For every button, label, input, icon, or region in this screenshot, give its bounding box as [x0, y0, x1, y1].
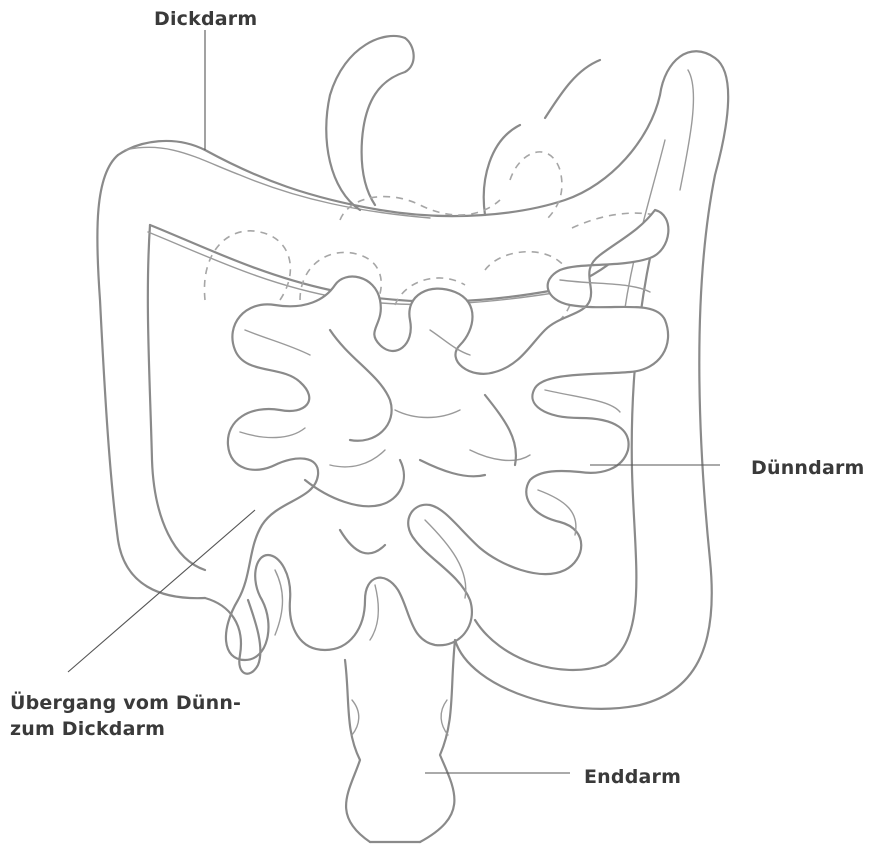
- rectum: [345, 640, 455, 842]
- upper-loop: [326, 36, 600, 215]
- label-dickdarm: Dickdarm: [154, 6, 257, 32]
- small-intestine: [226, 210, 668, 660]
- label-uebergang-line1: Übergang vom Dünn-: [10, 690, 241, 716]
- label-enddarm: Enddarm: [584, 764, 681, 790]
- label-uebergang-line2: zum Dickdarm: [10, 716, 241, 742]
- label-uebergang: Übergang vom Dünn- zum Dickdarm: [10, 690, 241, 742]
- label-duenndarm: Dünndarm: [751, 455, 865, 481]
